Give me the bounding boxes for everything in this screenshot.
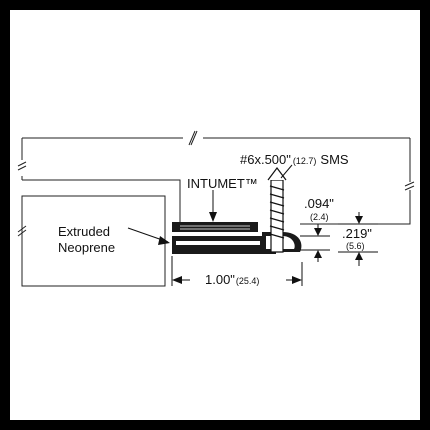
dim219-arrow-top xyxy=(355,216,363,224)
screw xyxy=(267,167,287,253)
dim100-label: 1.00"(25.4) xyxy=(205,272,259,287)
dim219-arrow-bottom xyxy=(355,252,363,260)
door-outline xyxy=(17,130,415,225)
screw-label: #6x.500"(12.7)SMS xyxy=(240,152,349,167)
neoprene-label: Neoprene xyxy=(58,240,115,255)
dim-arrow-left xyxy=(172,276,182,284)
intumet-label: INTUMET™ xyxy=(187,176,258,191)
dim094-metric-label: (2.4) xyxy=(310,212,329,222)
dim094-arrow-bottom xyxy=(314,250,322,258)
dim094-label: .094" xyxy=(304,196,334,211)
intumet-arrow xyxy=(209,212,217,222)
screw-leader xyxy=(280,164,293,179)
panel-outline xyxy=(17,179,181,287)
dim219-label: .219" xyxy=(342,226,372,241)
neoprene-arrow xyxy=(158,236,170,245)
dim094-arrow-top xyxy=(314,228,322,236)
dim219-metric-label: (5.6) xyxy=(346,241,365,251)
dim-arrow-right xyxy=(292,276,302,284)
extruded-label: Extruded xyxy=(58,224,110,239)
